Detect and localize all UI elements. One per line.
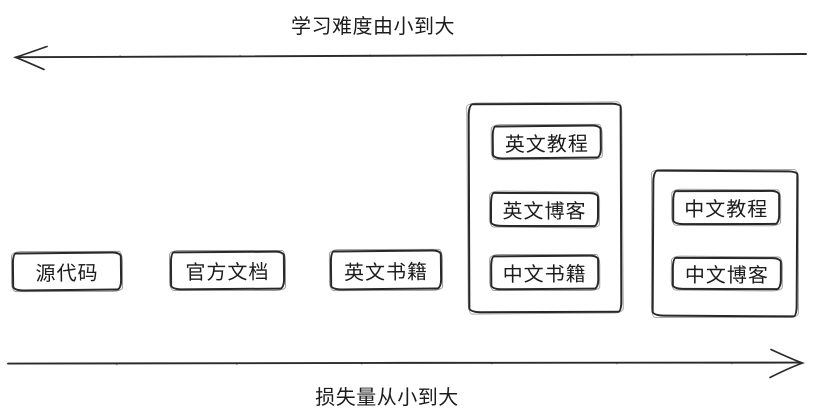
difficulty-arrow-left	[12, 45, 807, 71]
bottom-axis-label: 损失量从小到大	[315, 387, 459, 409]
group-box-1: 英文教程 英文博客 中文书籍	[467, 102, 623, 314]
node-english-blogs: 英文博客	[489, 191, 600, 228]
node-english-blogs-label: 英文博客	[502, 200, 587, 224]
node-chinese-books-label: 中文书籍	[502, 263, 587, 287]
node-chinese-tutorials: 中文教程	[672, 189, 781, 226]
node-chinese-tutorials-label: 中文教程	[684, 198, 769, 222]
node-chinese-blogs: 中文博客	[671, 256, 782, 291]
top-axis-label: 学习难度由小到大	[291, 16, 455, 38]
node-english-books: 英文书籍	[329, 249, 443, 291]
group-box-2: 中文教程 中文博客	[651, 169, 799, 318]
node-chinese-blogs-label: 中文博客	[684, 264, 769, 288]
node-source-code: 源代码	[11, 251, 123, 292]
node-english-tutorials: 英文教程	[491, 124, 602, 160]
node-english-tutorials-label: 英文教程	[504, 133, 589, 156]
node-official-docs-label: 官方文档	[185, 261, 270, 285]
loss-arrow-right	[7, 348, 806, 379]
node-official-docs: 官方文档	[169, 250, 286, 291]
node-chinese-books: 中文书籍	[490, 254, 600, 291]
node-source-code-label: 源代码	[35, 262, 99, 286]
node-english-books-label: 英文书籍	[343, 261, 429, 284]
